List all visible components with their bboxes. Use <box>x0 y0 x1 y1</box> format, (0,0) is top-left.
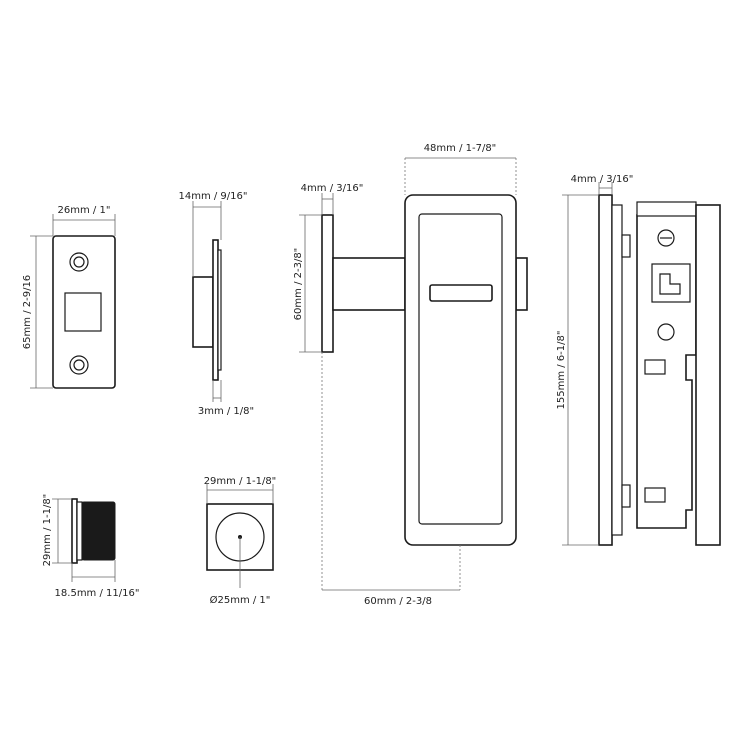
cylinder-flange <box>71 498 78 564</box>
round-diameter-dimension: Ø25mm / 1" <box>210 537 271 606</box>
cylinder-height-dimension: 29mm / 1-1/8" <box>42 494 72 567</box>
strike-height-dimension: 65mm / 2-9/16 <box>22 235 53 389</box>
strike-width-label: 26mm / 1" <box>58 205 111 216</box>
lock-body-side-view <box>598 194 721 546</box>
lock-faceplate <box>598 194 613 546</box>
slide-indicator <box>429 284 493 302</box>
flush-pull-assembly <box>321 194 528 546</box>
latch-plate-label: 3mm / 1/8" <box>198 406 254 417</box>
cylinder-depth-label: 18.5mm / 11/16" <box>55 588 140 599</box>
backset-label: 60mm / 2-3/8 <box>364 596 432 607</box>
lock-back-plate <box>695 204 721 546</box>
rose-height-label: 60mm / 2-3/8" <box>293 248 304 321</box>
backset-dimension: 60mm / 2-3/8 <box>321 352 461 607</box>
body-thickness-dimension: 4mm / 3/16" <box>571 174 634 195</box>
strike-opening <box>64 292 102 332</box>
rose-height-dimension: 60mm / 2-3/8" <box>293 214 322 353</box>
back-spindle <box>515 257 528 311</box>
strike-width-dimension: 26mm / 1" <box>52 205 116 236</box>
cylinder-barrel <box>81 501 116 561</box>
strike-plate <box>52 235 116 389</box>
case-screw-bottom <box>657 323 675 341</box>
rose-thickness-dimension: 4mm / 3/16" <box>301 183 364 215</box>
rose-plate <box>321 214 334 353</box>
latch-plate-dimension: 3mm / 1/8" <box>198 380 254 417</box>
follower-square <box>651 263 691 303</box>
latch-faceplate <box>212 239 219 381</box>
latch-depth-label: 14mm / 9/16" <box>179 191 248 202</box>
body-thickness-label: 4mm / 3/16" <box>571 174 634 185</box>
pull-width-dimension: 48mm / 1-7/8" <box>404 143 517 195</box>
latch-body <box>192 276 214 348</box>
spindle-housing <box>332 257 406 311</box>
body-height-dimension: 155mm / 6-1/8" <box>556 194 599 546</box>
body-height-label: 155mm / 6-1/8" <box>556 331 567 410</box>
pull-width-label: 48mm / 1-7/8" <box>424 143 497 154</box>
cylinder-height-label: 29mm / 1-1/8" <box>42 494 53 567</box>
cylinder-side-view <box>71 498 116 564</box>
cylinder-depth-dimension: 18.5mm / 11/16" <box>55 560 140 599</box>
square-width-dimension: 29mm / 1-1/8" <box>204 476 277 504</box>
flush-pull-recess <box>418 213 503 525</box>
rose-thickness-label: 4mm / 3/16" <box>301 183 364 194</box>
square-width-label: 29mm / 1-1/8" <box>204 476 277 487</box>
strike-height-label: 65mm / 2-9/16 <box>22 275 33 349</box>
round-diameter-label: Ø25mm / 1" <box>210 594 271 606</box>
latch-depth-dimension: 14mm / 9/16" <box>179 191 248 277</box>
latch-side-view <box>192 239 222 381</box>
